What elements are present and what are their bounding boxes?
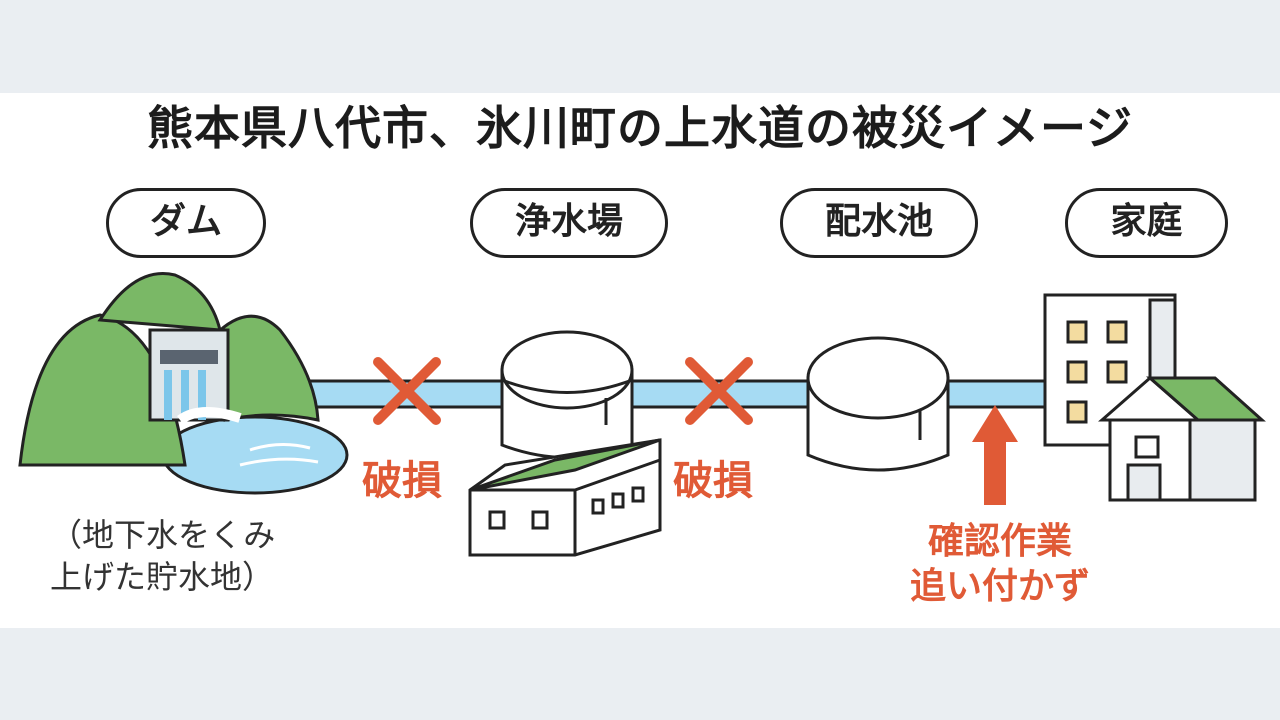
dam-scene (18, 272, 349, 495)
purification-tank (500, 330, 634, 459)
diagram-title: 熊本県八代市、氷川町の上水道の被災イメージ (146, 101, 1134, 155)
dam-caption-line-2: 上げた貯水地） (50, 558, 275, 596)
plant-building (468, 438, 662, 557)
mountain-right (213, 314, 320, 422)
inspection-note-line-1: 確認作業 (927, 521, 1072, 562)
damage-label-1: 破損 (362, 458, 442, 504)
dam-reservoir (161, 415, 349, 495)
stage-label-purification-plant: 浄水場 (470, 188, 668, 258)
inspection-arrow-icon (972, 405, 1018, 505)
damage-label-2: 破損 (673, 458, 753, 504)
stage-label-distribution-reservoir: 配水池 (780, 188, 978, 258)
reservoir-tank (806, 336, 950, 472)
damage-x-icon-2 (685, 357, 753, 425)
dam-caption-line-1: （地下水をくみ (50, 516, 276, 554)
mountain-back (97, 272, 222, 332)
stage-label-home: 家庭 (1065, 188, 1228, 258)
damage-x-icon-1 (373, 357, 441, 425)
stage-label-dam: ダム (106, 188, 266, 258)
inspection-note-line-2: 追い付かず (909, 566, 1090, 607)
house (1098, 376, 1266, 502)
